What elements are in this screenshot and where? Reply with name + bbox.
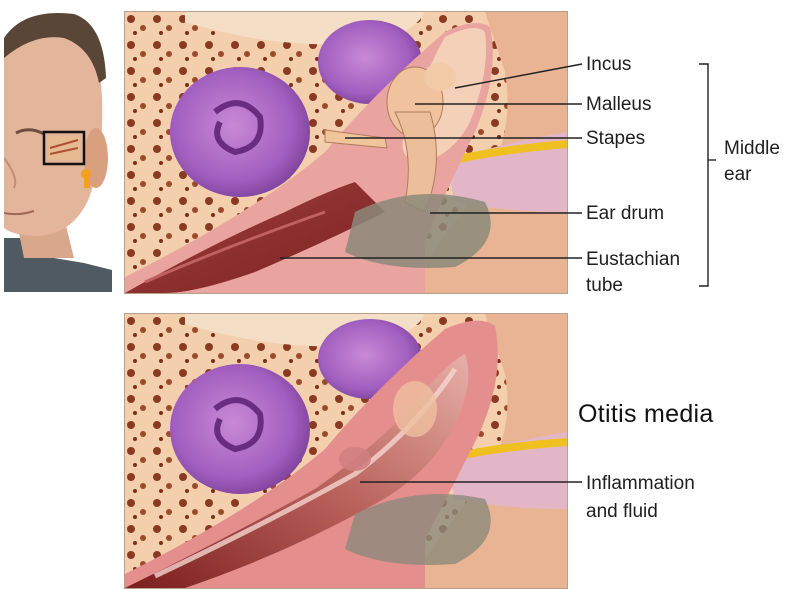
normal-middle-ear-illustration bbox=[124, 11, 568, 294]
diagram-title: Otitis media bbox=[578, 400, 714, 429]
malleus-label: Malleus bbox=[586, 93, 651, 116]
middle-ear-label-line2: ear bbox=[724, 163, 751, 186]
incus-label: Incus bbox=[586, 53, 631, 76]
stapes-label: Stapes bbox=[586, 127, 645, 150]
inflammation-label-line1: Inflammation bbox=[586, 472, 695, 495]
face-thumbnail bbox=[4, 8, 112, 292]
eustachian-tube-label-line1: Eustachian bbox=[586, 248, 680, 271]
eustachian-tube-label-line2: tube bbox=[586, 274, 623, 297]
otitis-media-illustration bbox=[124, 313, 568, 589]
ear-drum-label: Ear drum bbox=[586, 202, 664, 225]
inflammation-label-line2: and fluid bbox=[586, 500, 658, 523]
middle-ear-label-line1: Middle bbox=[724, 137, 780, 160]
